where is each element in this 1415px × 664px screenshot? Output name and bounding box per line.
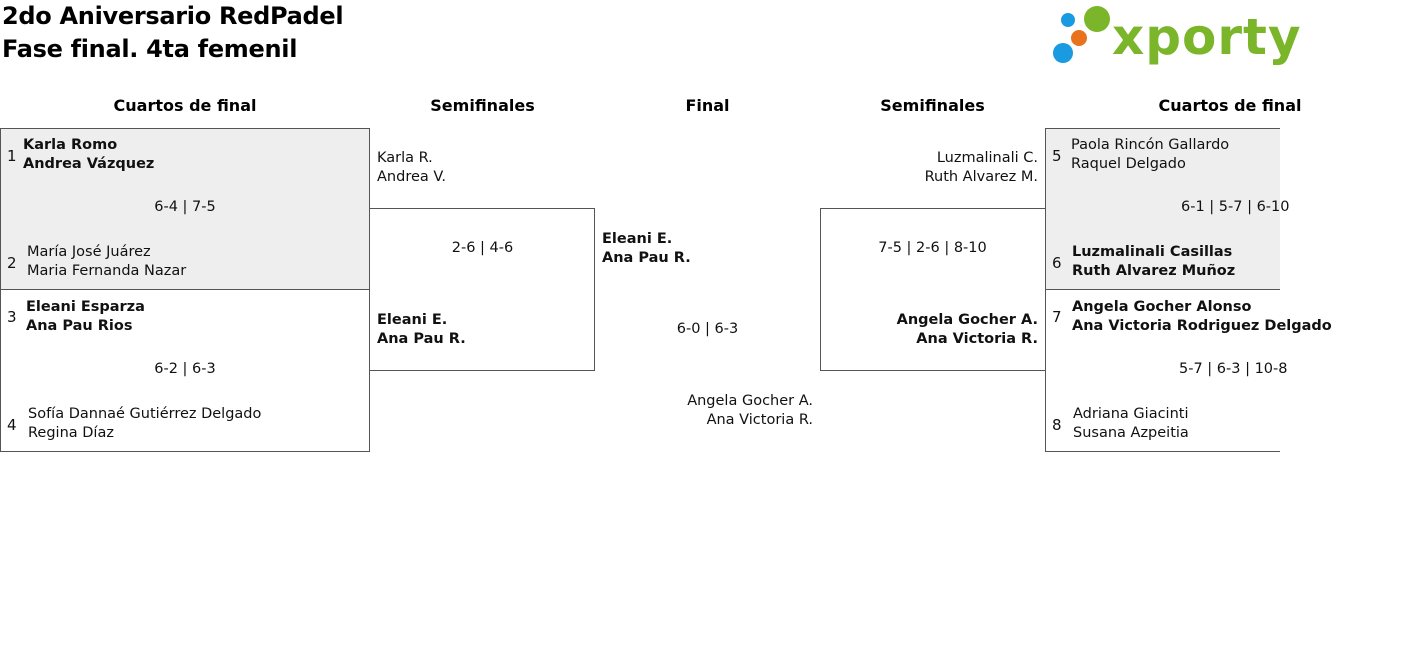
page-title: 2do Aniversario RedPadel [2, 2, 344, 30]
round-header-final: Final [685, 96, 730, 115]
match-score: 6-1 | 5-7 | 6-10 [1181, 199, 1290, 215]
team-right-sf-top[interactable]: Luzmalinali C. Ruth Alvarez M. [825, 149, 1038, 187]
round-header-right-quarters: Cuartos de final [1158, 96, 1302, 115]
team-final-bottom[interactable]: Angela Gocher A. Ana Victoria R. [600, 392, 813, 430]
seed-number: 8 [1052, 416, 1062, 434]
seed-number: 5 [1052, 147, 1062, 165]
logo-dot-orange-icon [1071, 30, 1087, 46]
player-name: Ana Victoria R. [916, 331, 1038, 347]
player-name: Karla Romo [23, 137, 118, 153]
player-name: Andrea V. [377, 169, 447, 185]
match-right-qf-2[interactable] [1045, 289, 1280, 452]
player-name: Eleani E. [602, 231, 673, 247]
player-name: Karla R. [377, 150, 433, 166]
player-name: Ana Pau R. [602, 250, 691, 266]
team-left-qf2-top[interactable]: Eleani Esparza Ana Pau Rios [26, 298, 145, 336]
team-final-top[interactable]: Eleani E. Ana Pau R. [602, 230, 691, 268]
match-score: 7-5 | 2-6 | 8-10 [878, 240, 987, 256]
page-subtitle: Fase final. 4ta femenil [2, 35, 298, 63]
match-right-sf[interactable] [820, 208, 1046, 371]
match-score: 5-7 | 6-3 | 10-8 [1179, 361, 1288, 377]
player-name: Ana Pau Rios [26, 318, 133, 334]
logo-dots-icon [1053, 6, 1110, 63]
player-name: Sofía Dannaé Gutiérrez Delgado [28, 406, 262, 422]
team-right-qf1-top[interactable]: Paola Rincón Gallardo Raquel Delgado [1071, 136, 1229, 174]
player-name: Andrea Vázquez [23, 156, 155, 172]
match-left-sf[interactable] [369, 208, 595, 371]
round-header-left-quarters: Cuartos de final [113, 96, 257, 115]
player-name: Adriana Giacinti [1073, 406, 1189, 422]
team-right-qf1-bottom[interactable]: Luzmalinali Casillas Ruth Alvarez Muñoz [1072, 243, 1235, 281]
team-right-qf2-bottom[interactable]: Adriana Giacinti Susana Azpeitia [1073, 405, 1189, 443]
team-left-qf2-bottom[interactable]: Sofía Dannaé Gutiérrez Delgado Regina Dí… [28, 405, 261, 443]
match-score: 2-6 | 4-6 [451, 240, 514, 256]
team-left-qf1-top[interactable]: Karla Romo Andrea Vázquez [23, 136, 154, 174]
player-name: Ruth Alvarez M. [924, 169, 1038, 185]
logo-dot-green-icon [1084, 6, 1110, 32]
xporty-logo[interactable]: xporty [1050, 2, 1301, 68]
final-score: 6-0 | 6-3 [676, 321, 739, 337]
player-name: Angela Gocher Alonso [1072, 299, 1252, 315]
match-score: 6-2 | 6-3 [154, 361, 216, 377]
player-name: Ana Pau R. [377, 331, 466, 347]
team-left-sf-top[interactable]: Karla R. Andrea V. [377, 149, 446, 187]
player-name: Luzmalinali C. [936, 150, 1038, 166]
seed-number: 1 [7, 147, 17, 165]
seed-number: 6 [1052, 254, 1062, 272]
seed-number: 7 [1052, 308, 1062, 326]
seed-number: 2 [7, 254, 17, 272]
seed-number: 3 [7, 308, 17, 326]
round-header-right-semis: Semifinales [880, 96, 985, 115]
player-name: Regina Díaz [28, 425, 114, 441]
logo-dot-blue-small-icon [1061, 13, 1075, 27]
team-left-qf1-bottom[interactable]: María José Juárez Maria Fernanda Nazar [27, 243, 186, 281]
player-name: Raquel Delgado [1071, 156, 1186, 172]
player-name: Paola Rincón Gallardo [1071, 137, 1230, 153]
player-name: Ana Victoria R. [706, 412, 813, 428]
match-score: 6-4 | 7-5 [154, 199, 216, 215]
player-name: Maria Fernanda Nazar [27, 263, 187, 279]
player-name: Ana Victoria Rodriguez Delgado [1072, 318, 1332, 334]
player-name: Angela Gocher A. [687, 393, 813, 409]
player-name: Eleani Esparza [26, 299, 145, 315]
player-name: Eleani E. [377, 312, 448, 328]
team-right-qf2-top[interactable]: Angela Gocher Alonso Ana Victoria Rodrig… [1072, 298, 1332, 336]
player-name: Susana Azpeitia [1073, 425, 1189, 441]
team-left-sf-bottom[interactable]: Eleani E. Ana Pau R. [377, 311, 466, 349]
player-name: Ruth Alvarez Muñoz [1072, 263, 1236, 279]
round-header-left-semis: Semifinales [430, 96, 535, 115]
match-left-qf-1[interactable] [0, 128, 370, 290]
seed-number: 4 [7, 416, 17, 434]
match-right-qf-1[interactable] [1045, 128, 1280, 290]
logo-dot-blue-icon [1053, 43, 1073, 63]
player-name: María José Juárez [27, 244, 151, 260]
logo-wordmark: xporty [1112, 8, 1302, 66]
team-right-sf-bottom[interactable]: Angela Gocher A. Ana Victoria R. [825, 311, 1038, 349]
player-name: Angela Gocher A. [896, 312, 1038, 328]
player-name: Luzmalinali Casillas [1072, 244, 1233, 260]
